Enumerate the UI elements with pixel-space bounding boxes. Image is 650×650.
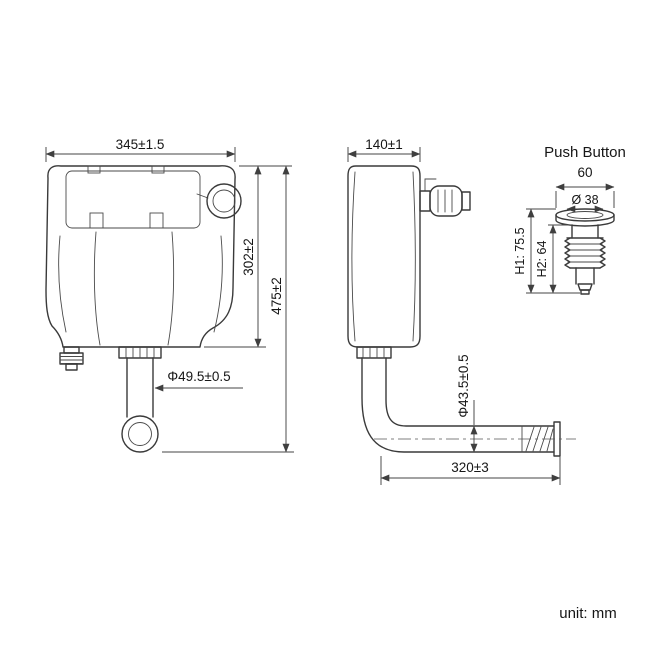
- button-cap-rim: [555, 214, 615, 227]
- tank-contour-lines: [58, 231, 223, 346]
- top-slot-left: [87, 165, 101, 174]
- push-button-drawing: [555, 208, 615, 295]
- elbow-flush-pipe: [361, 357, 576, 457]
- cistern-side-view: [347, 165, 576, 457]
- access-panel: [65, 170, 201, 229]
- outlet-collar: [118, 346, 162, 359]
- button-cap-top: [555, 208, 615, 222]
- tank-outline: [45, 165, 236, 348]
- cap-leader-line: [196, 193, 209, 199]
- push-rod-assembly: [419, 178, 471, 217]
- side-outlet-collar: [356, 346, 392, 359]
- side-depth-dim-label: 140±1: [365, 137, 402, 152]
- outlet-flange-inner: [128, 422, 152, 446]
- button-hose-barb: [577, 283, 593, 291]
- pipe-length-dim-label: 320±3: [451, 460, 488, 475]
- button-h1-dim-label: H1: 75.5: [513, 227, 527, 274]
- button-h2-dim-label: H2: 64: [535, 241, 549, 278]
- cistern-front-view: [45, 165, 242, 453]
- front-view-dimensions: 345±1.5 302±2 475±2 Φ49.5±0.5: [45, 137, 294, 453]
- push-button-dimensions: H1: 75.5 H2: 64: [513, 208, 580, 294]
- push-button-detail: Push Button 60 Ø 38: [513, 144, 626, 295]
- button-face-diameter-label: Ø 38: [571, 193, 598, 207]
- top-slot-right: [151, 165, 165, 174]
- push-button-title: Push Button: [544, 144, 626, 161]
- panel-tab-right: [149, 212, 164, 229]
- unit-label: unit: mm: [559, 605, 617, 622]
- flush-valve-cap-outer: [206, 183, 242, 219]
- inlet-valve-fitting: [59, 346, 84, 371]
- button-width-dim-label: 60: [577, 165, 592, 180]
- button-thread-zigzag: [564, 237, 606, 269]
- outlet-pipe: [126, 357, 154, 418]
- front-width-dim-label: 345±1.5: [116, 137, 165, 152]
- tank-height-dim-label: 302±2: [241, 238, 256, 275]
- total-height-dim-label: 475±2: [269, 277, 284, 314]
- button-face-inner: [566, 211, 604, 219]
- flush-valve-cap-inner: [212, 189, 236, 213]
- side-contour-left: [351, 171, 356, 342]
- side-view-dimensions: 140±1 Φ43.5±0.5 320±3: [347, 137, 561, 485]
- outlet-diameter-dim-label: Φ49.5±0.5: [167, 369, 230, 384]
- outlet-flange-outer: [121, 415, 159, 453]
- pipe-diameter-dim-label: Φ43.5±0.5: [456, 354, 471, 417]
- side-contour-right: [412, 171, 416, 342]
- side-body-outline: [347, 165, 421, 348]
- panel-tab-left: [89, 212, 104, 229]
